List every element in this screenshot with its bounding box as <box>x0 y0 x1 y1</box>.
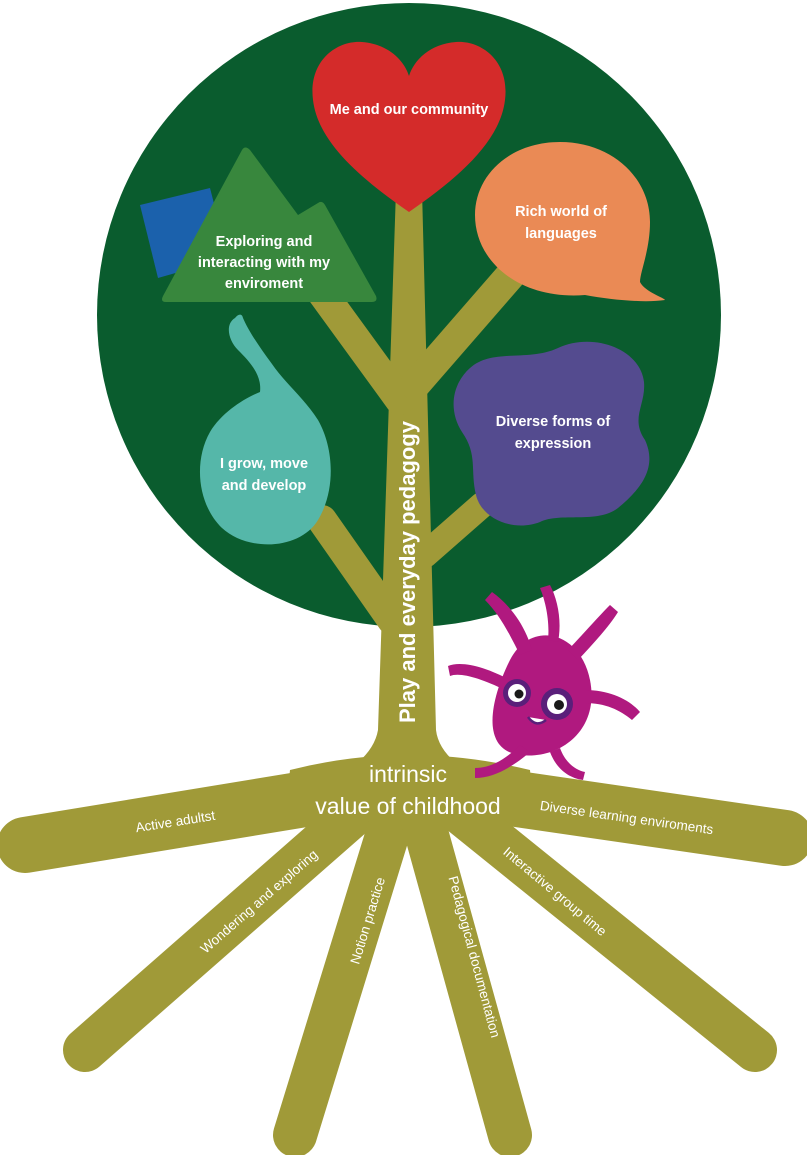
root-wondering <box>63 778 392 1072</box>
creature-arm-top <box>540 585 560 642</box>
roots <box>0 762 807 1155</box>
creature-body <box>492 635 592 756</box>
branch-to-environment <box>305 275 415 415</box>
creature-arm-top-left <box>485 592 532 655</box>
label-environment-2: interacting with my <box>198 255 330 271</box>
label-root-wondering: Wondering and exploring <box>198 847 321 957</box>
root-notion <box>273 788 417 1155</box>
blob-shape <box>453 341 650 526</box>
root-documentation <box>398 788 532 1155</box>
root-group-time <box>423 778 777 1072</box>
droplet-shape <box>199 314 331 545</box>
label-center-line2: value of childhood <box>315 793 500 819</box>
creature-arm-right <box>585 690 640 720</box>
label-environment-3: enviroment <box>225 276 303 292</box>
label-grow-2: and develop <box>222 478 307 494</box>
creature-leg-right <box>550 748 585 780</box>
branch-to-grow <box>307 505 407 635</box>
triangle-shape <box>162 147 377 302</box>
label-environment-1: Exploring and <box>216 234 313 250</box>
trunk <box>310 190 505 790</box>
creature-arm-left <box>448 663 510 690</box>
branch-to-languages <box>400 255 530 400</box>
speech-bubble-shape <box>475 142 665 302</box>
label-languages-1: Rich world of <box>515 204 607 220</box>
heart-shape <box>312 41 506 212</box>
label-community: Me and our community <box>330 102 489 118</box>
label-center-line1: intrinsic <box>369 761 447 787</box>
label-trunk: Play and everyday pedagogy <box>395 420 420 723</box>
trunk-root-flare <box>285 755 535 822</box>
creature-leg-left <box>475 745 530 778</box>
creature-eye-right-pupil <box>554 700 564 710</box>
label-languages-2: languages <box>525 226 597 242</box>
creature-arm-top-right <box>568 605 618 660</box>
branch-to-expression <box>412 492 495 568</box>
label-expression-1: Diverse forms of <box>496 414 611 430</box>
creature-mouth <box>526 716 547 725</box>
branches <box>305 255 530 635</box>
label-grow-1: I grow, move <box>220 456 308 472</box>
creature-eye-left-pupil <box>514 689 524 699</box>
creature-mascot <box>448 585 640 780</box>
label-expression-2: expression <box>515 436 592 452</box>
creature-eyes <box>503 679 573 725</box>
